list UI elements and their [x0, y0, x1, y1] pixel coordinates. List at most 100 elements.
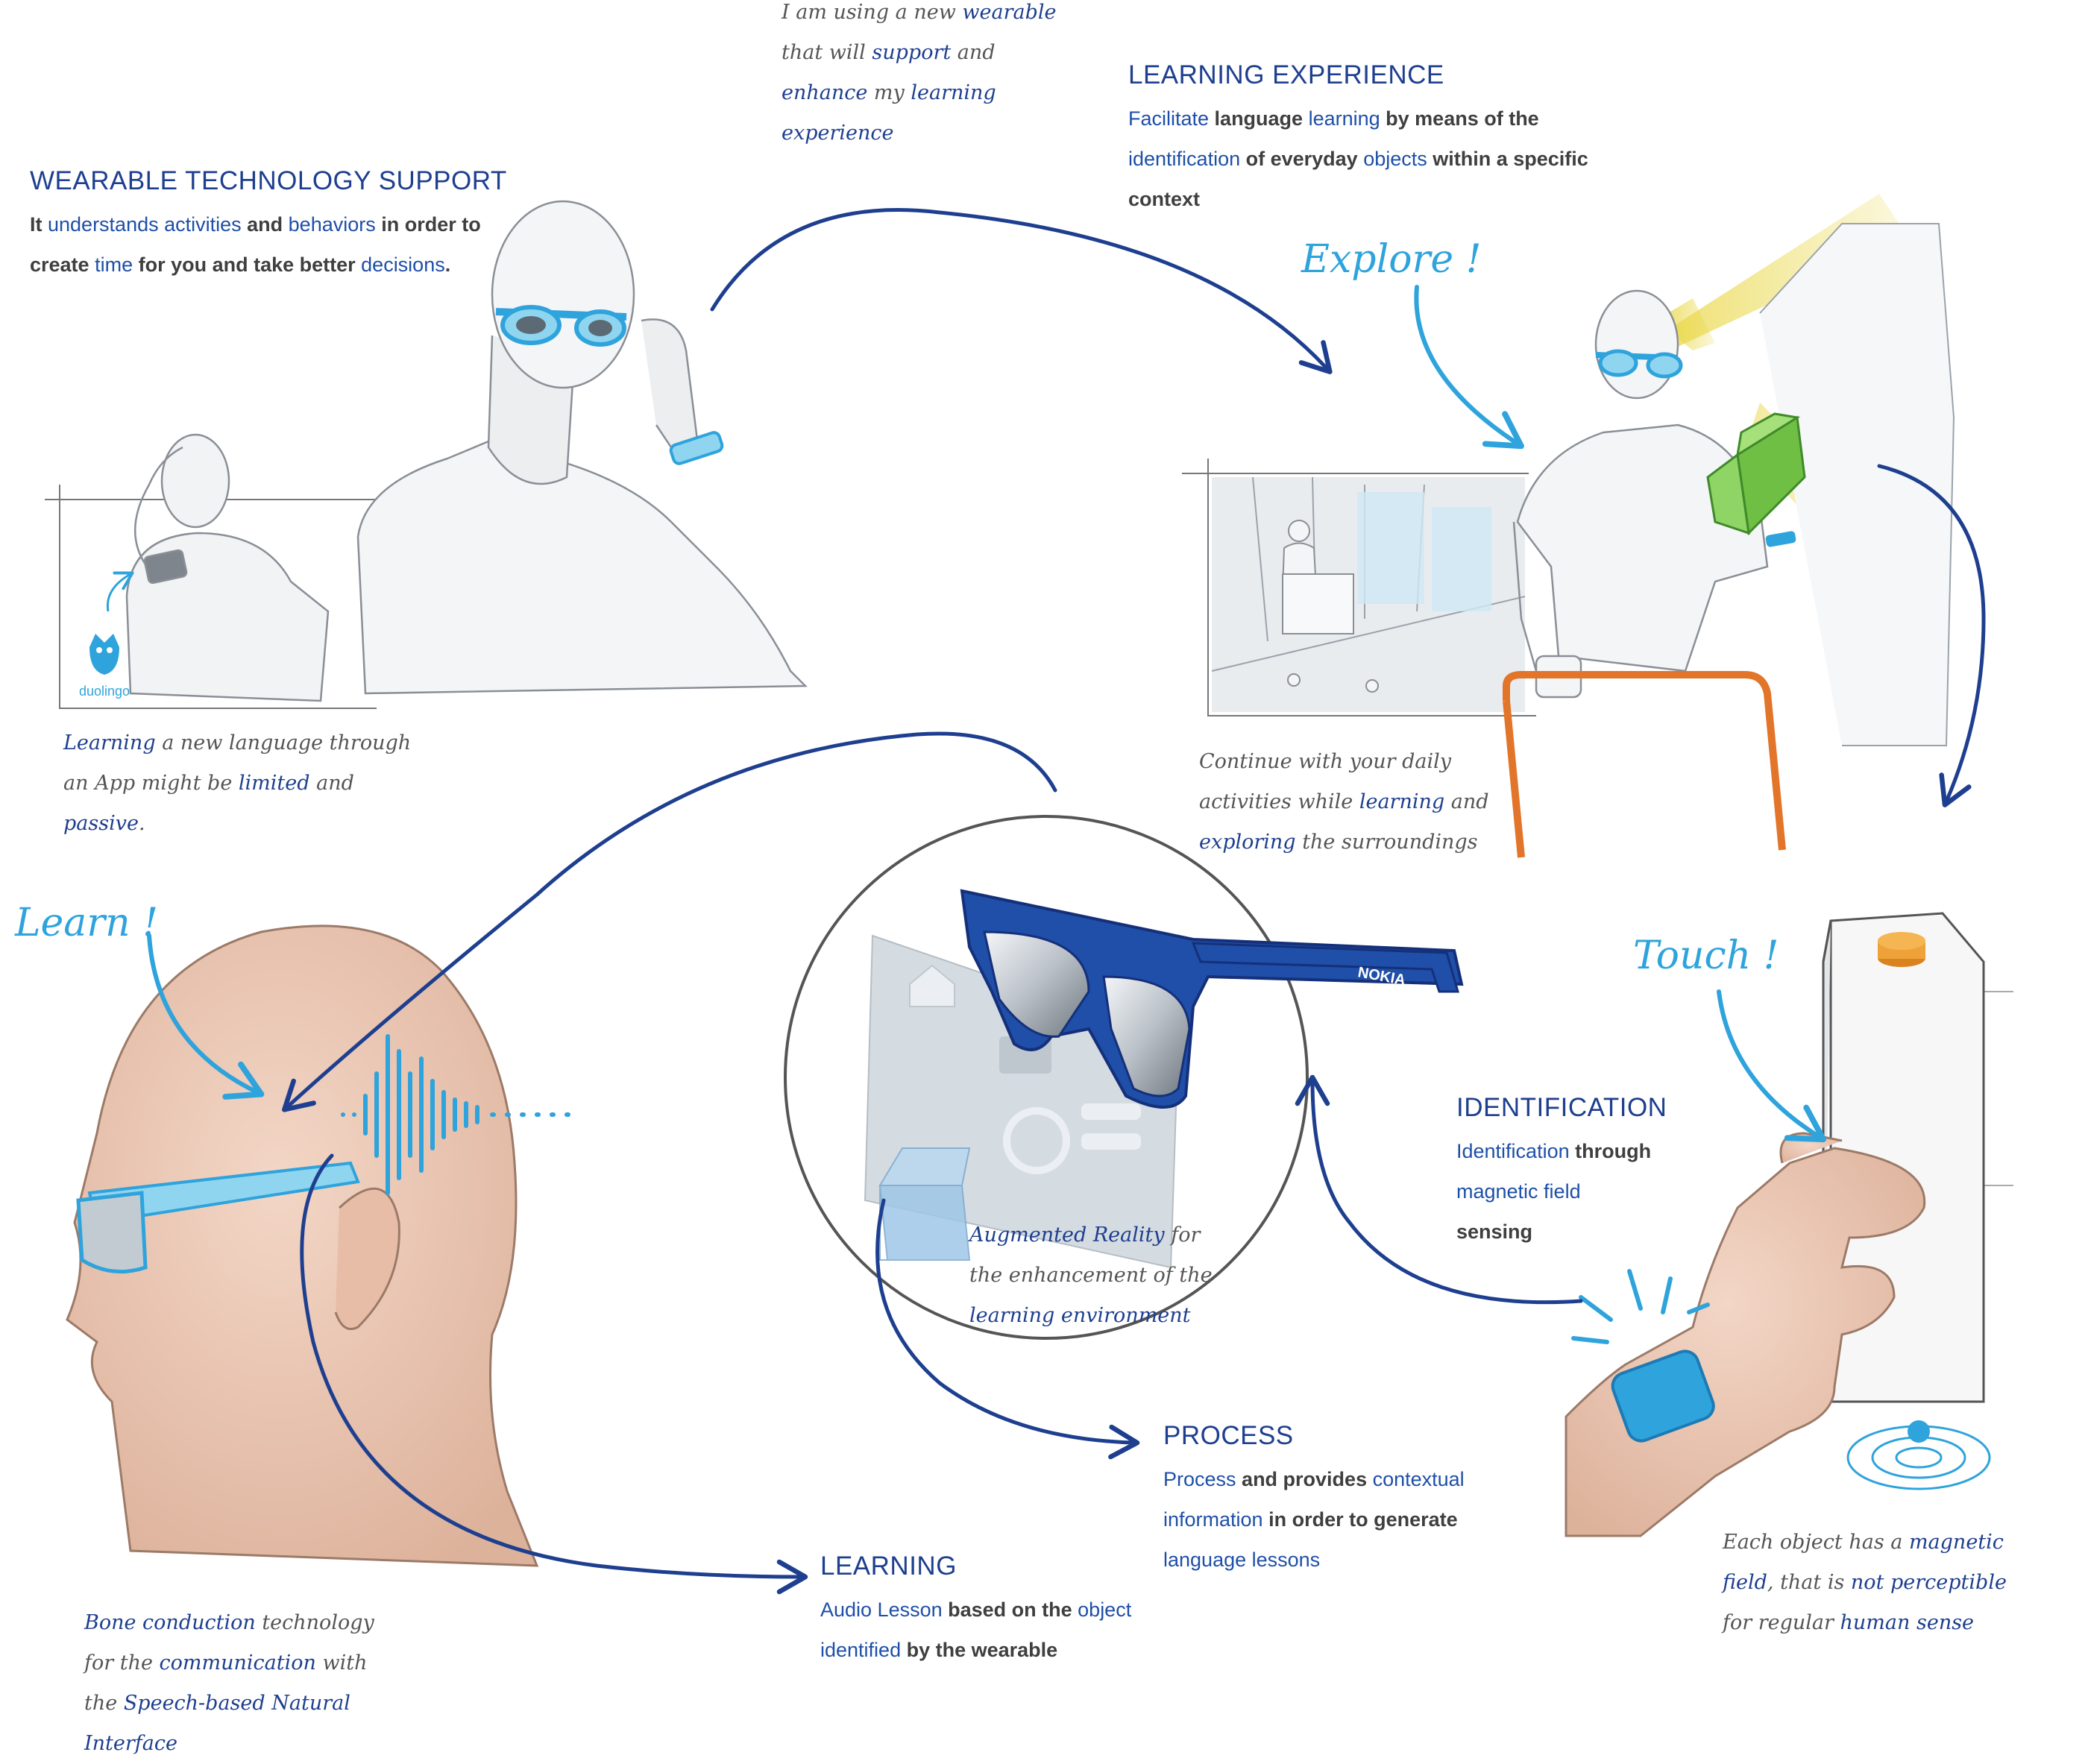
text-line: Interface — [84, 1724, 374, 1764]
text-line: sensing — [1456, 1212, 1667, 1252]
highlight-text: communication — [159, 1651, 316, 1675]
highlight-text: Augmented Reality — [969, 1223, 1165, 1247]
text-segment: and — [241, 213, 289, 236]
text-line: Each object has a magnetic — [1723, 1522, 2007, 1563]
highlight-text: human sense — [1840, 1611, 1975, 1634]
ar-carton — [878, 1147, 971, 1261]
arrow-touch-to-glasses — [1295, 1074, 1583, 1305]
text-segment: Each object has a — [1723, 1531, 1909, 1554]
highlight-text: magnetic — [1908, 1531, 2004, 1554]
highlight-text: Process — [1163, 1468, 1236, 1490]
text-segment: . — [138, 812, 145, 835]
bone-conduction-glasses — [76, 1161, 360, 1274]
text-segment: the surroundings — [1295, 831, 1478, 854]
text-line: passive. — [63, 804, 411, 844]
highlight-text: passive — [63, 812, 139, 835]
section-heading: IDENTIFICATION — [1456, 1093, 1667, 1122]
text-segment: a new language through — [155, 731, 412, 755]
smart-wristband — [1611, 1349, 1715, 1443]
text-segment: by the wearable — [901, 1639, 1058, 1661]
highlight-text: Audio Lesson — [820, 1598, 943, 1621]
highlight-text: objects — [1363, 148, 1427, 170]
text-line: an App might be limited and — [63, 763, 411, 804]
signal-spark-lines — [1571, 1269, 1710, 1344]
section-heading: LEARNING — [820, 1552, 957, 1581]
owl-icon — [89, 634, 119, 675]
text-segment: I am using a new — [782, 1, 963, 24]
text-segment: in order to generate — [1262, 1508, 1458, 1531]
text-segment: create — [30, 253, 95, 276]
app-logo-label: duolingo — [79, 684, 130, 699]
text-line: identified by the wearable — [820, 1630, 1131, 1670]
shout-arrows — [147, 285, 1826, 1143]
shopping-cart-handle — [1503, 671, 1786, 851]
text-line: field, that is not perceptible — [1723, 1563, 2007, 1603]
highlight-text: learning — [1308, 107, 1380, 130]
text-line: create time for you and take better deci… — [30, 245, 507, 285]
text-segment: It — [30, 213, 48, 236]
text-line: Bone conduction technology — [84, 1603, 374, 1643]
text-line: Augmented Reality for — [969, 1215, 1213, 1256]
text-line: experience — [782, 113, 1057, 154]
text-line: context — [1128, 179, 1588, 219]
text-line: activities while learning and — [1199, 782, 1489, 822]
highlight-text: Learning — [63, 731, 156, 755]
text-segment: sensing — [1456, 1220, 1533, 1243]
text-segment: and — [1444, 790, 1489, 813]
text-line: enhance my learning — [782, 73, 1057, 113]
green-carton — [1706, 412, 1806, 536]
text-line: Facilitate language learning by means of… — [1128, 98, 1588, 139]
text-line: information in order to generate — [1163, 1499, 1465, 1540]
scene-ar-glasses: NOKIA — [784, 815, 1464, 1340]
sound-wave-icon — [341, 1034, 570, 1195]
shout-learn: Learn ! — [15, 901, 159, 945]
app-user-figure — [125, 433, 330, 702]
wearable-user-figure — [356, 200, 808, 695]
scene-touch-object — [1565, 912, 2013, 1537]
highlight-text: limited — [238, 772, 310, 795]
highlight-text: enhance — [782, 81, 868, 104]
text-line: language lessons — [1163, 1540, 1465, 1580]
text-line: for the communication with — [84, 1643, 374, 1683]
touch-arrow — [1717, 989, 1826, 1143]
text-segment: my — [867, 81, 911, 104]
text-segment: for regular — [1723, 1611, 1840, 1634]
text-segment: through — [1569, 1140, 1652, 1162]
highlight-text: not perceptible — [1850, 1571, 2007, 1594]
text-line: I am using a new wearable — [782, 0, 1057, 33]
text-segment: technology — [255, 1611, 374, 1634]
text-segment: , that is — [1767, 1571, 1851, 1594]
text-line: that will support and — [782, 33, 1057, 73]
highlight-text: identification — [1128, 148, 1241, 170]
arrow-experience-to-touch — [1877, 464, 1986, 807]
text-line: exploring the surroundings — [1199, 822, 1489, 863]
highlight-text: support — [872, 41, 952, 64]
text-line: learning environment — [969, 1296, 1213, 1336]
magnetic-field-icon — [1846, 1420, 1991, 1490]
text-line: for regular human sense — [1723, 1603, 2007, 1643]
text-segment: for the — [84, 1651, 160, 1675]
explore-arrow — [1414, 285, 1524, 450]
text-segment: . — [444, 253, 451, 276]
highlight-text: identified — [820, 1639, 902, 1661]
text-line: magnetic field — [1456, 1171, 1667, 1212]
text-segment: an App might be — [63, 772, 239, 795]
highlight-text: time — [95, 253, 133, 276]
text-segment: for — [1164, 1223, 1201, 1247]
scene-bone-conduction — [66, 924, 570, 1567]
app-arrow — [106, 571, 134, 612]
text-segment: the — [84, 1692, 124, 1715]
highlight-text: object — [1078, 1598, 1132, 1621]
scene-wearable-user: duolingo — [45, 200, 808, 709]
text-segment: with — [315, 1651, 368, 1675]
scene-supermarket — [1182, 194, 1955, 858]
arrow-ar-to-process — [875, 1198, 1140, 1460]
section-heading: WEARABLE TECHNOLOGY SUPPORT — [30, 166, 507, 195]
